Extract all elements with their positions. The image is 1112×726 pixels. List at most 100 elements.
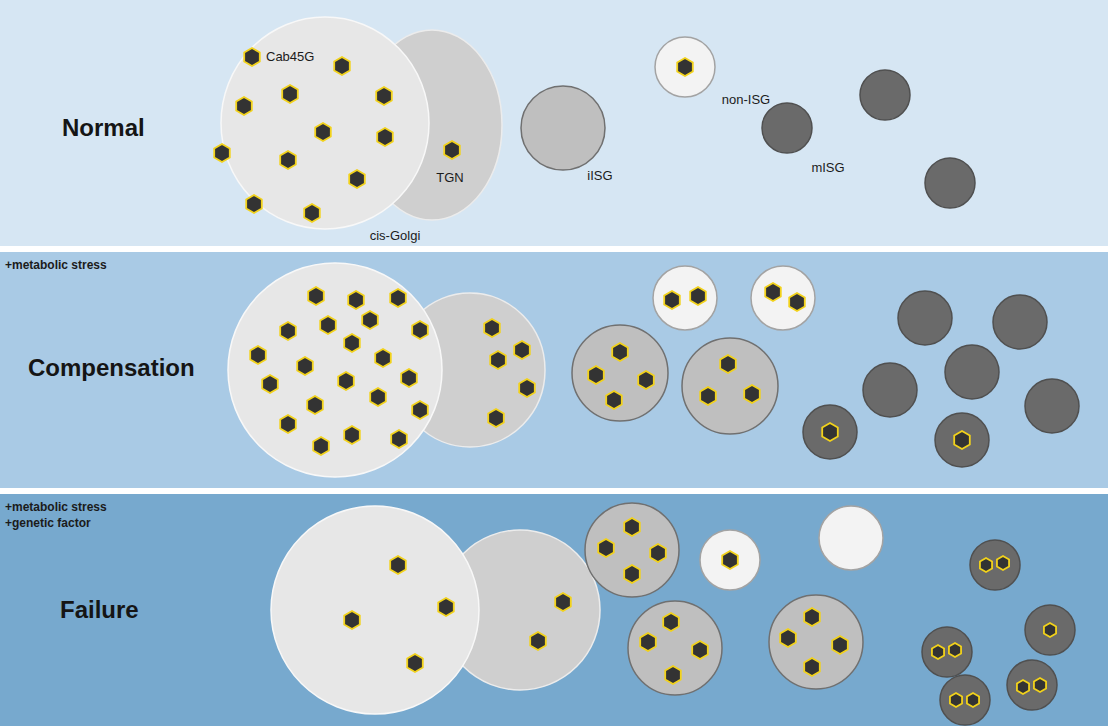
immature-granule-outline xyxy=(585,503,679,597)
cab45g-hexagon xyxy=(997,556,1009,570)
cis-golgi-compartment-outline xyxy=(221,17,429,229)
cab45g-hexagon xyxy=(344,611,360,629)
cab45g-hexagon xyxy=(530,632,546,650)
mature-granule xyxy=(993,295,1047,349)
cell-illustration xyxy=(0,494,1108,726)
cab45g-hexagon xyxy=(307,396,323,414)
mature-granule-outline xyxy=(863,363,917,417)
tgn-compartment-outline xyxy=(362,30,502,220)
condition-note: +metabolic stress xyxy=(5,500,107,514)
cab45g-hexagon xyxy=(606,391,622,409)
cab45g-hexagon xyxy=(362,311,378,329)
cab45g-hexagon xyxy=(720,355,736,373)
immature-granule-outline xyxy=(628,601,722,695)
non-secretory-granule xyxy=(653,266,717,330)
mature-granule xyxy=(1025,379,1079,433)
granule-label: iISG xyxy=(587,168,612,184)
cab45g-hexagon xyxy=(297,357,313,375)
cab45g-hexagon xyxy=(320,316,336,334)
mature-granule-outline xyxy=(860,70,910,120)
cab45g-hexagon xyxy=(954,431,970,449)
cis-golgi-compartment xyxy=(271,506,479,714)
cab45g-hexagon xyxy=(640,633,656,651)
mature-granule xyxy=(940,675,990,725)
cab45g-hexagon xyxy=(692,641,708,659)
immature-granule xyxy=(572,325,668,421)
cab45g-hexagon xyxy=(514,341,530,359)
cab45g-hexagon xyxy=(444,141,460,159)
cab45g-hexagon xyxy=(313,437,329,455)
cab45g-hexagon xyxy=(376,87,392,105)
cab45g-hexagon xyxy=(412,321,428,339)
condition-title: Normal xyxy=(62,114,145,143)
cab45g-hexagon xyxy=(804,608,820,626)
cab45g-hexagon xyxy=(280,151,296,169)
mature-granule-outline xyxy=(1025,605,1075,655)
mature-granule-outline xyxy=(762,103,812,153)
cab45g-hexagon xyxy=(344,426,360,444)
mature-granule xyxy=(898,291,952,345)
compartment-label: cis-Golgi xyxy=(370,228,421,244)
cab45g-hexagon xyxy=(1044,623,1056,637)
protein-label: Cab45G xyxy=(266,49,314,65)
cab45g-hexagon xyxy=(488,409,504,427)
cab45g-hexagon xyxy=(980,558,992,572)
cab45g-hexagon xyxy=(308,287,324,305)
mature-granule xyxy=(945,345,999,399)
granule-label: non-ISG xyxy=(722,92,770,108)
mature-granule xyxy=(860,70,910,120)
cab45g-hexagon xyxy=(391,430,407,448)
cab45g-hexagon xyxy=(744,385,760,403)
cab45g-hexagon xyxy=(412,401,428,419)
cab45g-hexagon xyxy=(967,693,979,707)
mature-granule-shape xyxy=(759,100,815,156)
cab45g-hexagon xyxy=(282,85,298,103)
condition-band: Cab45Gcis-GolgiTGNiISGnon-ISGmISGNormal xyxy=(0,0,1108,246)
cab45g-hexagon xyxy=(588,366,604,384)
cab45g-hexagon xyxy=(236,97,252,115)
cab45g-hexagon xyxy=(280,322,296,340)
cab45g-hexagon xyxy=(555,593,571,611)
cab45g-hexagon xyxy=(932,645,944,659)
mature-granule-outline xyxy=(970,540,1020,590)
mature-granule-outline xyxy=(993,295,1047,349)
cab45g-hexagon xyxy=(490,351,506,369)
cab45g-hexagon xyxy=(612,343,628,361)
non-secretory-granule-outline xyxy=(819,506,883,570)
cab45g-hexagon xyxy=(822,423,838,441)
mature-granule: mISG xyxy=(759,100,815,156)
immature-granule-outline xyxy=(572,325,668,421)
cab45g-hexagon xyxy=(304,204,320,222)
cab45g-hexagon xyxy=(349,170,365,188)
mature-granule xyxy=(863,363,917,417)
cab45g-hexagon xyxy=(650,544,666,562)
mature-granule-outline xyxy=(945,345,999,399)
non-secretory-granule-outline xyxy=(700,530,760,590)
cab45g-hexagon xyxy=(375,349,391,367)
mature-granule-outline xyxy=(1025,379,1079,433)
cab45g-hexagon xyxy=(690,287,706,305)
immature-granule: iISG xyxy=(518,83,608,173)
condition-band: +metabolic stressCompensation xyxy=(0,252,1108,488)
cis-golgi-compartment xyxy=(228,263,442,477)
cab45g-hexagon xyxy=(519,379,535,397)
non-secretory-granule-outline xyxy=(655,37,715,97)
immature-granule xyxy=(585,503,679,597)
cab45g-hexagon xyxy=(315,123,331,141)
cab45g-hexagon xyxy=(334,57,350,75)
condition-band: +metabolic stress+genetic factorFailure xyxy=(0,494,1108,726)
cab45g-hexagon xyxy=(348,291,364,309)
mature-granule-outline xyxy=(935,413,989,467)
cab45g-hexagon xyxy=(780,629,796,647)
immature-granule xyxy=(628,601,722,695)
condition-title: Compensation xyxy=(28,354,195,383)
cab45g-hexagon xyxy=(663,613,679,631)
non-secretory-granule-outline xyxy=(751,266,815,330)
cab45g-hexagon xyxy=(804,658,820,676)
non-secretory-granule-outline xyxy=(653,266,717,330)
mature-granule xyxy=(925,158,975,208)
cab45g-hexagon xyxy=(638,371,654,389)
cis-golgi-compartment: Cab45Gcis-Golgi xyxy=(218,14,432,232)
granule-label: mISG xyxy=(811,160,844,176)
non-secretory-granule xyxy=(751,266,815,330)
